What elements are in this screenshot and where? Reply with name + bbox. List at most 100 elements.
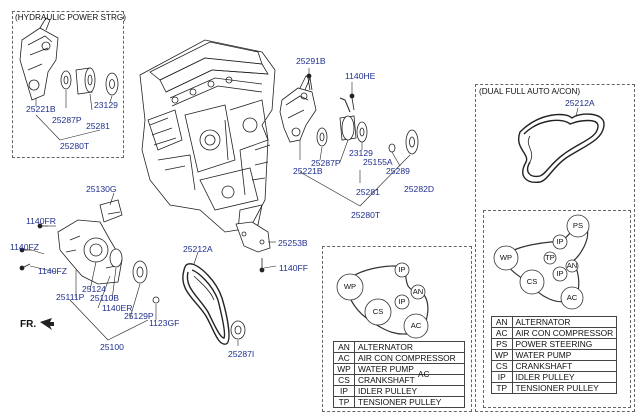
pulley-label-cs-right: CS xyxy=(527,277,538,286)
legend-abbr: AN xyxy=(333,341,355,353)
belt-routing-lower-labels: IP WP AN IP CS AC xyxy=(344,265,423,330)
part-25280T-right: 25280T xyxy=(351,210,381,220)
part-1140FZ-b: 1140FZ xyxy=(38,266,67,276)
hydraulic-box-title: (HYDRAULIC POWER STRG) xyxy=(15,13,126,22)
part-25110B: 25110B xyxy=(90,293,119,303)
belt-routing-right-labels: PS IP WP TP AN IP CS AC xyxy=(500,221,583,302)
part-25221B-left: 25221B xyxy=(26,104,56,114)
legend-abbr: WP xyxy=(491,349,513,361)
dual-auto-acon-box xyxy=(475,84,635,412)
legend-name: ALTERNATOR xyxy=(511,316,618,328)
legend-name: AIR CON COMPRESSOR xyxy=(511,327,618,339)
drive-belt-right-drawing xyxy=(518,113,605,183)
part-23129-left: 23129 xyxy=(94,100,118,110)
part-25100: 25100 xyxy=(100,342,124,352)
pulley-label-cs: CS xyxy=(373,307,384,316)
bracket-drawing xyxy=(235,221,271,253)
part-25212A-middle: 25212A xyxy=(183,244,213,254)
lower-belt-routing-box xyxy=(322,246,472,412)
legend-abbr: WP xyxy=(333,363,355,375)
front-arrow-icon xyxy=(40,318,54,330)
pulley-label-an: AN xyxy=(413,287,424,296)
pulley-label-an-right: AN xyxy=(567,261,578,270)
pulley-label-wp-right: WP xyxy=(500,253,512,262)
dual-acon-box-title: (DUAL FULL AUTO A/CON) xyxy=(479,87,581,96)
tensioner-assembly-drawing xyxy=(279,75,351,143)
legend-name: POWER STEERING xyxy=(511,338,618,350)
belt-routing-lower xyxy=(336,262,429,339)
right-belt-routing-inner-box xyxy=(483,210,631,408)
part-25291B: 25291B xyxy=(296,56,326,66)
legend-name: CRANKSHAFT xyxy=(511,360,618,372)
pulley-label-ac-right: AC xyxy=(567,293,578,302)
legend-abbr: CS xyxy=(491,360,513,372)
pulley-label-tp-right: TP xyxy=(545,253,555,262)
legend-name: IDLER PULLEY xyxy=(511,371,618,383)
part-25111P: 25111P xyxy=(56,292,85,302)
pulley-label-ac: AC xyxy=(411,321,422,330)
legend-name: WATER PUMP xyxy=(354,363,465,375)
pulley-label-ip-mid-right: IP xyxy=(556,269,563,278)
legend-name: CRANKSHAFT xyxy=(354,374,465,386)
part-23129-right: 23129 xyxy=(349,148,373,158)
part-1140FF: 1140FF xyxy=(279,263,308,273)
idler-pulley-drawing xyxy=(230,320,246,340)
part-25212A-right: 25212A xyxy=(565,98,595,108)
pulley-label-ip-top-right: IP xyxy=(556,237,563,246)
legend-name: WATER PUMP xyxy=(511,349,618,361)
part-25282D: 25282D xyxy=(404,184,435,194)
legend-abbr: CS xyxy=(333,374,355,386)
front-direction-label: FR. xyxy=(20,319,37,330)
part-25155A: 25155A xyxy=(363,157,393,167)
hydraulic-power-steering-box xyxy=(12,11,124,158)
part-25221B-right: 25221B xyxy=(293,166,323,176)
legend-abbr: AN xyxy=(491,316,513,328)
part-1140FR: 1140FR xyxy=(26,216,56,226)
legend-name: IDLER PULLEY xyxy=(354,385,465,397)
part-25281-right: 25281 xyxy=(356,187,380,197)
legend-abbr: TP xyxy=(333,396,355,408)
part-1123GF: 1123GF xyxy=(149,318,180,328)
engine-block-drawing xyxy=(139,39,276,233)
pulley-label-ps: PS xyxy=(573,221,583,230)
part-25253B: 25253B xyxy=(278,238,308,248)
legend-abbr: IP xyxy=(333,385,355,397)
part-25124: 25124 xyxy=(82,284,106,294)
hydraulic-tensioner-assembly-drawing xyxy=(19,17,59,101)
legend-name: TENSIONER PULLEY xyxy=(354,396,465,408)
legend-abbr: IP xyxy=(491,371,513,383)
hydraulic-pulley-parts-drawing xyxy=(60,67,119,96)
part-25280T-left: 25280T xyxy=(60,141,90,151)
part-25130G: 25130G xyxy=(86,184,117,194)
part-25129P: 25129P xyxy=(124,311,154,321)
part-25287P-right: 25287P xyxy=(311,158,341,168)
part-25289: 25289 xyxy=(386,166,410,176)
legend-abbr: AC xyxy=(333,352,355,364)
bolts-drawing xyxy=(19,73,355,273)
legend-abbr: PS xyxy=(491,338,513,350)
drive-belt-middle-drawing xyxy=(182,263,230,345)
pulley-label-wp: WP xyxy=(344,282,356,291)
part-25287I: 25287I xyxy=(228,349,255,359)
belt-routing-right xyxy=(493,214,590,310)
legend-abbr: TP xyxy=(491,382,513,394)
leader-lines xyxy=(29,68,579,346)
legend-name: TENSIONER PULLEY xyxy=(511,382,618,394)
legend-name: ALTERNATOR xyxy=(354,341,465,353)
part-1140HE: 1140HE xyxy=(345,71,376,81)
legend-abbr: AC xyxy=(491,327,513,339)
